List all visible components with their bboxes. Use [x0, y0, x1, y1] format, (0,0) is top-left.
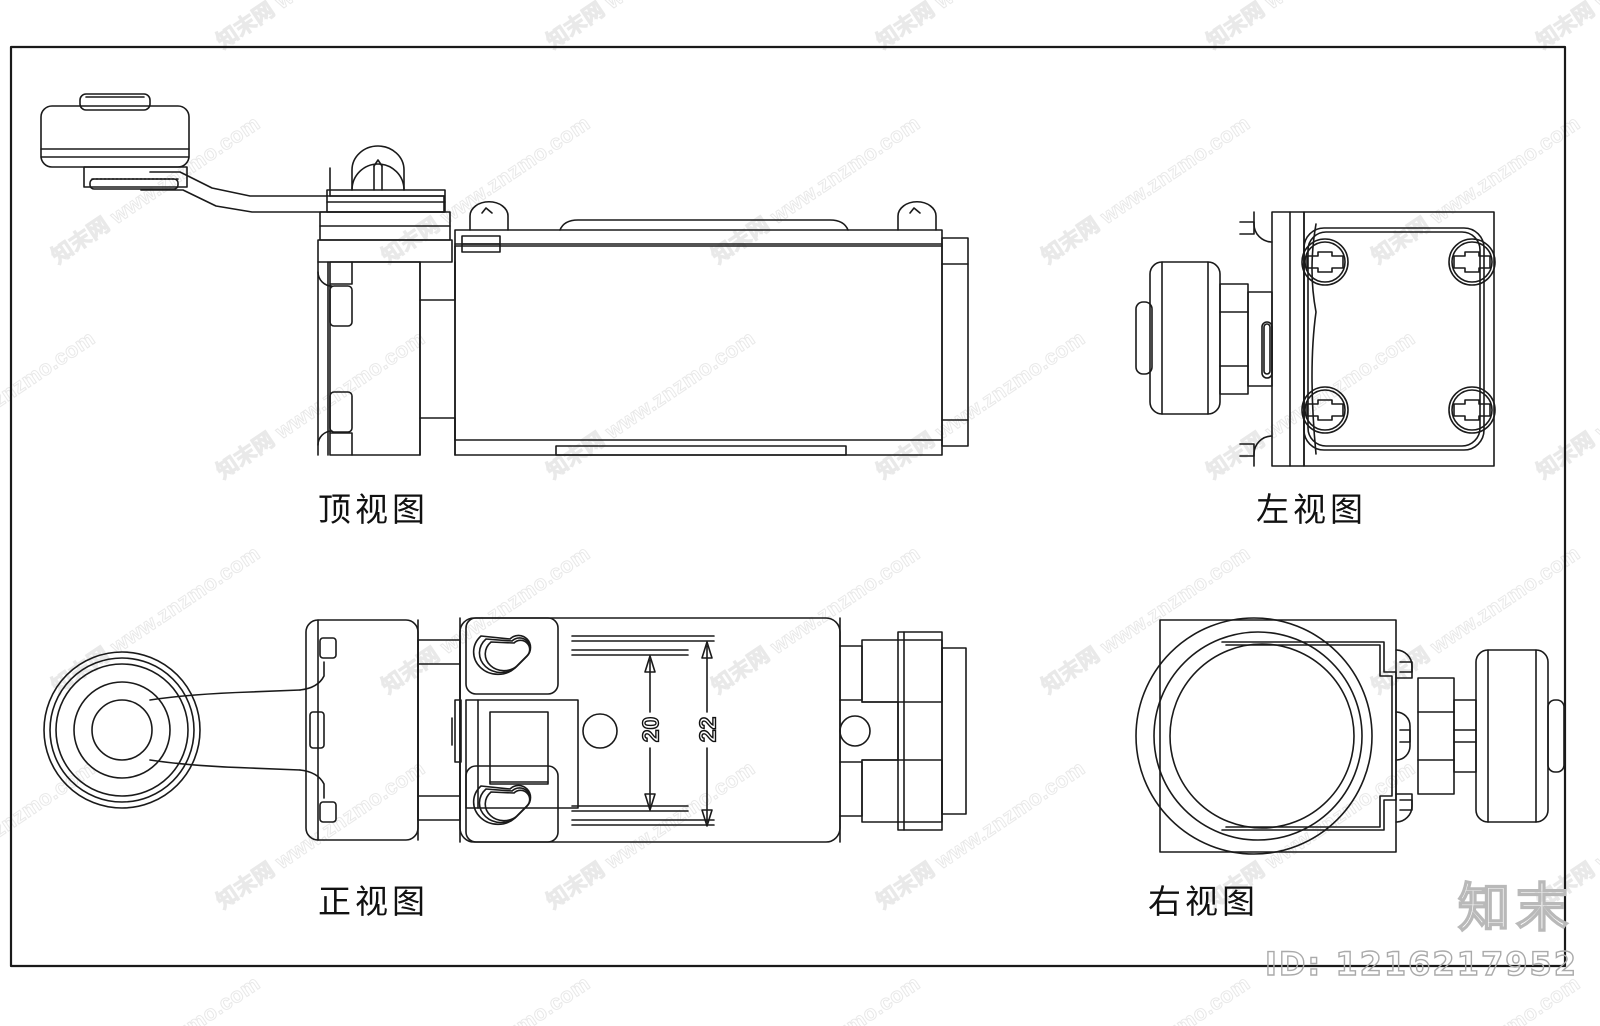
- screw-bottom-left: [1301, 386, 1349, 434]
- watermark-text: 知末网 www.znzmo.com: [212, 326, 430, 484]
- right-view-geometry: [1135, 617, 1565, 855]
- watermark-text: 知末网 www.znzmo.com: [1200, 0, 1420, 55]
- view-label-front: 正视图: [318, 882, 429, 921]
- watermark-text: 知末网 www.znzmo.com: [1037, 111, 1255, 269]
- brand-logo: 知末: [1457, 878, 1574, 940]
- watermark-text: 知末网 www.znzmo.com: [0, 0, 100, 55]
- watermark-text: 知末网 www.znzmo.com: [45, 968, 265, 1026]
- watermark-text: 知末网 www.znzmo.com: [540, 0, 760, 55]
- watermark-text: 知末网 www.znzmo.com: [1202, 326, 1420, 484]
- watermark-text: 知末网 www.znzmo.com: [542, 756, 760, 914]
- screw-bottom-right: [1448, 386, 1496, 434]
- watermark-text: 知末网 www.znzmo.com: [47, 111, 265, 269]
- screw-top-right: [1448, 238, 1496, 286]
- watermark-text: 知末网 www.znzmo.com: [1367, 111, 1585, 269]
- view-label-left: 左视图: [1256, 490, 1367, 529]
- watermark-text: 知末网 www.znzmo.com: [1532, 326, 1600, 484]
- watermark-text: 知末网 www.znzmo.com: [0, 756, 100, 913]
- watermark-text: 知末网 www.znzmo.com: [870, 0, 1090, 55]
- watermark-text: 知末网 www.znzmo.com: [542, 326, 760, 484]
- top-view-geometry: [40, 93, 969, 456]
- view-label-right: 右视图: [1148, 882, 1259, 921]
- watermark-text: 知末网 www.znzmo.com: [1037, 541, 1255, 699]
- watermark-text: 知末网 www.znzmo.com: [707, 111, 925, 269]
- watermark-text: 知末网 www.znzmo.com: [210, 0, 430, 55]
- dimension-value-20: 20: [637, 716, 664, 743]
- watermark-text: 知末网 www.znzmo.com: [1367, 541, 1585, 699]
- watermark-text: 知末网 www.znzmo.com: [705, 968, 925, 1026]
- left-view-geometry: [1135, 211, 1496, 467]
- watermark-text: 知末网 www.znzmo.com: [377, 111, 595, 269]
- watermark-text: 知末网 www.znzmo.com: [1530, 0, 1600, 55]
- front-view-geometry: [43, 617, 967, 843]
- dimension-value-22: 22: [694, 716, 721, 743]
- watermark-text: 知末网 www.znzmo.com: [377, 541, 595, 699]
- watermark-text: 知末网 www.znzmo.com: [375, 968, 595, 1026]
- drawing-id-label: ID: 1216217952: [1264, 944, 1578, 983]
- watermark-text: 知末网 www.znzmo.com: [872, 326, 1090, 484]
- watermark-text: 知末网 www.znzmo.com: [707, 541, 925, 699]
- watermark-text: 知末网 www.znzmo.com: [47, 541, 265, 699]
- watermark-text: 知末网 www.znzmo.com: [1035, 968, 1255, 1026]
- watermark-text: 知末网 www.znzmo.com: [0, 326, 100, 483]
- watermark-text: 知末网 www.znzmo.com: [872, 756, 1090, 914]
- view-label-top: 顶视图: [318, 490, 429, 529]
- screw-top-left: [1301, 238, 1349, 286]
